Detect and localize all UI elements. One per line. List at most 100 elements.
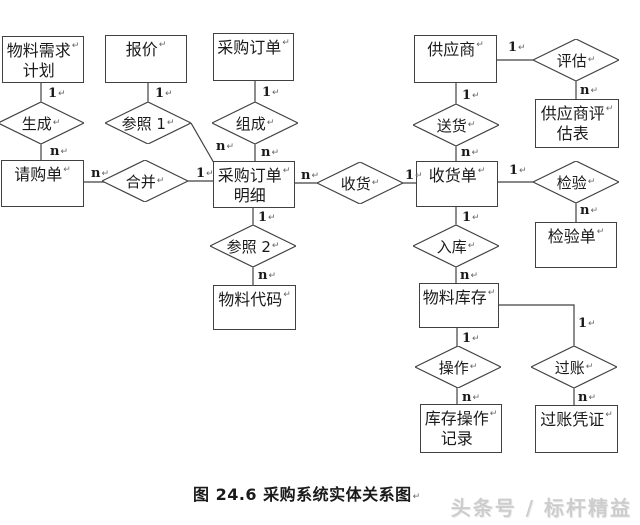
relation-label: 组成 — [235, 114, 266, 133]
diamond-shape — [413, 225, 499, 267]
return-mark: ↵ — [476, 40, 484, 50]
return-mark: ↵ — [587, 177, 596, 187]
relation-label: 送货 — [436, 116, 467, 135]
entity-inventory-operation-record: 库存操作 记录↵ — [420, 404, 502, 453]
return-mark: ↵ — [472, 91, 480, 101]
entity-label: 报价 — [125, 40, 158, 59]
return-mark: ↵ — [412, 492, 421, 502]
relation-reference-2: 参照 2↵ — [210, 225, 296, 267]
return-mark: ↵ — [605, 104, 614, 114]
return-mark: ↵ — [63, 165, 71, 175]
diamond-shape — [415, 346, 501, 388]
return-mark: ↵ — [467, 241, 476, 251]
cardinality-label: 1↵ — [508, 40, 526, 55]
cardinality-label: n↵ — [91, 166, 109, 181]
return-mark: ↵ — [472, 213, 480, 223]
cardinality-label: 1↵ — [462, 210, 480, 225]
diamond-shape — [212, 102, 298, 144]
relation-label: 合并 — [125, 172, 156, 191]
entity-label: 采购订单 明细 — [217, 166, 282, 205]
diamond-shape — [413, 104, 499, 146]
return-mark: ↵ — [71, 41, 80, 51]
return-mark: ↵ — [166, 118, 175, 128]
return-mark: ↵ — [467, 120, 476, 130]
diamond-shape — [531, 346, 617, 388]
return-mark: ↵ — [60, 147, 68, 157]
return-mark: ↵ — [415, 171, 423, 181]
entity-label: 检验单 — [547, 227, 596, 246]
entity-label: 物料需求 计划 — [6, 41, 71, 80]
cardinality-label: 1↵ — [48, 86, 66, 101]
entity-purchase-order-detail: 采购订单 明细↵ — [213, 161, 295, 208]
return-mark: ↵ — [268, 271, 276, 281]
cardinality-label: 1↵ — [462, 331, 480, 346]
return-mark: ↵ — [587, 55, 596, 65]
cardinality-label: n↵ — [261, 145, 279, 160]
return-mark: ↵ — [590, 86, 598, 96]
return-mark: ↵ — [272, 88, 280, 98]
return-mark: ↵ — [518, 43, 526, 53]
relation-label: 收货 — [340, 174, 371, 193]
return-mark: ↵ — [590, 206, 598, 216]
return-mark: ↵ — [477, 166, 486, 176]
cardinality-label: n↵ — [461, 145, 479, 160]
relation-inspect: 检验↵ — [533, 161, 619, 203]
entity-label: 过账凭证 — [540, 410, 605, 429]
cardinality-label: 1↵ — [262, 85, 280, 100]
relation-label: 参照 2 — [226, 237, 271, 256]
return-mark: ↵ — [206, 169, 214, 179]
figure-caption: 图 24.6 采购系统实体关系图↵ — [193, 485, 421, 504]
relation-post: 过账↵ — [531, 346, 617, 388]
return-mark: ↵ — [472, 393, 480, 403]
return-mark: ↵ — [519, 166, 527, 176]
cardinality-label: n↵ — [258, 268, 276, 283]
entity-quotation: 报价↵ — [105, 35, 187, 83]
entity-label: 物料库存 — [422, 288, 487, 307]
diamond-shape — [105, 102, 191, 144]
cardinality-label: n↵ — [216, 139, 234, 154]
relation-label: 评估 — [556, 51, 587, 70]
diamond-shape — [0, 102, 84, 144]
relation-operate: 操作↵ — [415, 346, 501, 388]
relation-merge: 合并 ↵ — [102, 160, 188, 202]
cardinality-label: n↵ — [462, 390, 480, 405]
relation-generate: 生成↵ — [0, 102, 84, 144]
diamond-shape — [102, 160, 188, 202]
relation-label: 过账 — [554, 358, 585, 377]
cardinality-label: n↵ — [301, 168, 319, 183]
return-mark: ↵ — [271, 241, 280, 251]
entity-label: 采购订单 — [217, 38, 282, 57]
diamond-shape — [533, 161, 619, 203]
return-mark: ↵ — [282, 166, 291, 176]
return-mark: ↵ — [585, 362, 594, 372]
cardinality-label: 1↵ — [578, 316, 596, 331]
entity-material-requirements-plan: 物料需求 计划↵ — [2, 36, 84, 83]
relation-label: 生成 — [21, 114, 52, 133]
entity-posting-voucher: 过账凭证↵ — [535, 405, 618, 453]
return-mark: ↵ — [588, 319, 596, 329]
relation-label: 入库 — [436, 237, 467, 256]
return-mark: ↵ — [487, 288, 496, 298]
return-mark: ↵ — [101, 169, 109, 179]
diamond-shape — [317, 162, 403, 204]
relation-label: 操作 — [438, 358, 469, 377]
cardinality-label: 1↵ — [509, 163, 527, 178]
return-mark: ↵ — [165, 89, 173, 99]
return-mark: ↵ — [371, 178, 380, 188]
relation-reference-1: 参照 1↵ — [105, 102, 191, 144]
return-mark: ↵ — [52, 118, 61, 128]
return-mark: ↵ — [470, 271, 478, 281]
return-mark: ↵ — [469, 362, 478, 372]
return-mark: ↵ — [472, 334, 480, 344]
return-mark: ↵ — [489, 409, 498, 419]
relation-stock-in: 入库↵ — [413, 225, 499, 267]
return-mark: ↵ — [605, 410, 613, 420]
return-mark: ↵ — [596, 227, 605, 237]
return-mark: ↵ — [58, 89, 66, 99]
return-mark: ↵ — [282, 38, 290, 48]
entity-material-code: 物料代码↵ — [213, 285, 296, 330]
entity-label: 供应商 — [427, 40, 476, 59]
entity-supplier-evaluation-form: 供应商评 估表↵ — [535, 99, 619, 148]
return-mark: ↵ — [266, 118, 275, 128]
